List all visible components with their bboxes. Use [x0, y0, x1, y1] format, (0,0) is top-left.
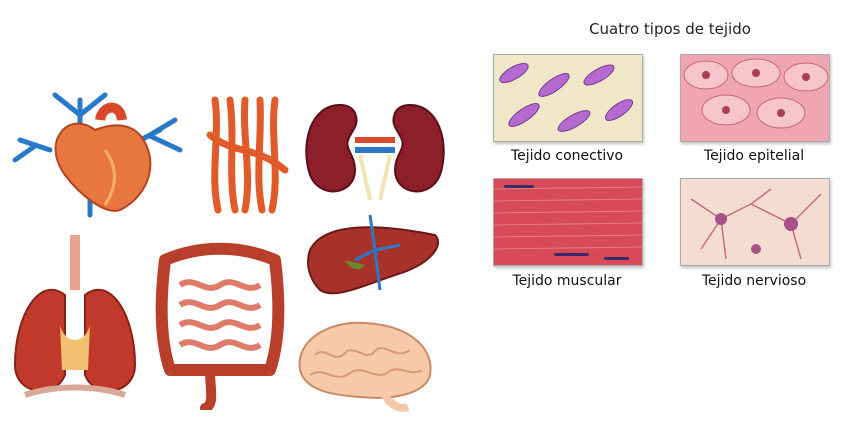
- connective-tissue-image: [493, 54, 643, 142]
- heart-icon: [10, 80, 190, 220]
- epithelial-tissue-label: Tejido epitelial: [703, 148, 805, 164]
- muscle-tissue-image: [493, 178, 643, 266]
- panel-title: Cuatro tipos de tejido: [589, 20, 751, 38]
- nerve-tissue-image: [680, 178, 830, 266]
- muscle-tissue-label: Tejido muscular: [512, 273, 622, 289]
- nerve-tissue-label: Tejido nervioso: [701, 273, 807, 289]
- lungs-icon: [10, 235, 140, 405]
- muscle-fibers-icon: [200, 95, 290, 215]
- epithelial-tissue-image: [680, 54, 830, 142]
- kidneys-icon: [300, 95, 450, 205]
- connective-tissue-label: Tejido conectivo: [510, 148, 624, 164]
- brain-icon: [290, 315, 440, 415]
- liver-icon: [305, 210, 445, 300]
- intestines-icon: [150, 240, 290, 410]
